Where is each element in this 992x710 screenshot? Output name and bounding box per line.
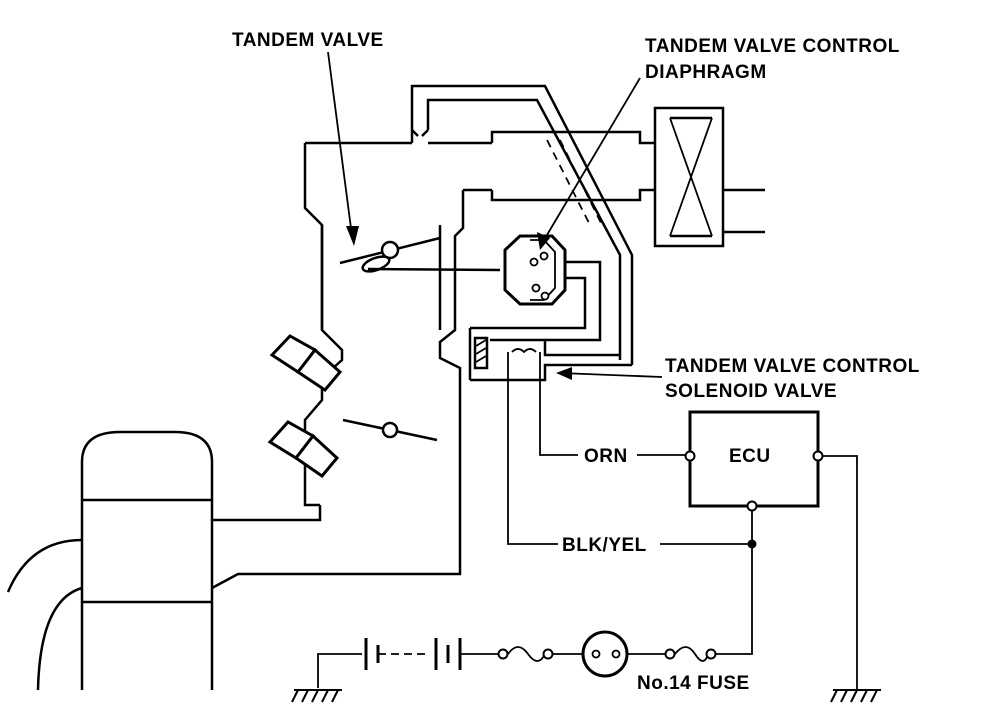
label-solenoid-line1: TANDEM VALVE CONTROL [665,356,920,377]
wiring [507,352,858,690]
label-wire-blk-yel: BLK/YEL [562,535,647,556]
tandem-valve-control-solenoid [468,328,632,382]
fuel-injector-lower [267,420,340,479]
power-circuit [317,630,753,688]
leader-diaphragm [537,77,641,250]
fuse-symbol [674,646,709,662]
ground-symbol-right [830,689,881,703]
ecu [684,410,824,512]
label-diaphragm-line1: TANDEM VALVE CONTROL [645,36,900,57]
leader-tandem-valve [327,51,359,246]
ground-symbol-left [291,689,342,703]
label-fuse: No.14 FUSE [637,673,750,694]
engine-block [6,430,462,691]
ignition-switch [581,630,629,678]
fuel-injector-upper [269,334,343,392]
tandem-valve-upper [339,236,501,273]
label-diaphragm-line2: DIAPHRAGM [645,62,767,83]
label-solenoid-line2: SOLENOID VALVE [665,381,837,402]
intake-manifold [303,84,655,520]
tandem-valve-lower [342,418,438,442]
label-ecu: ECU [729,446,771,467]
leader-solenoid [556,367,663,380]
label-wire-orn: ORN [584,446,628,467]
tandem-valve-control-diaphragm [470,234,602,342]
air-duct-filter [653,106,765,248]
label-tandem-valve: TANDEM VALVE [232,30,384,51]
